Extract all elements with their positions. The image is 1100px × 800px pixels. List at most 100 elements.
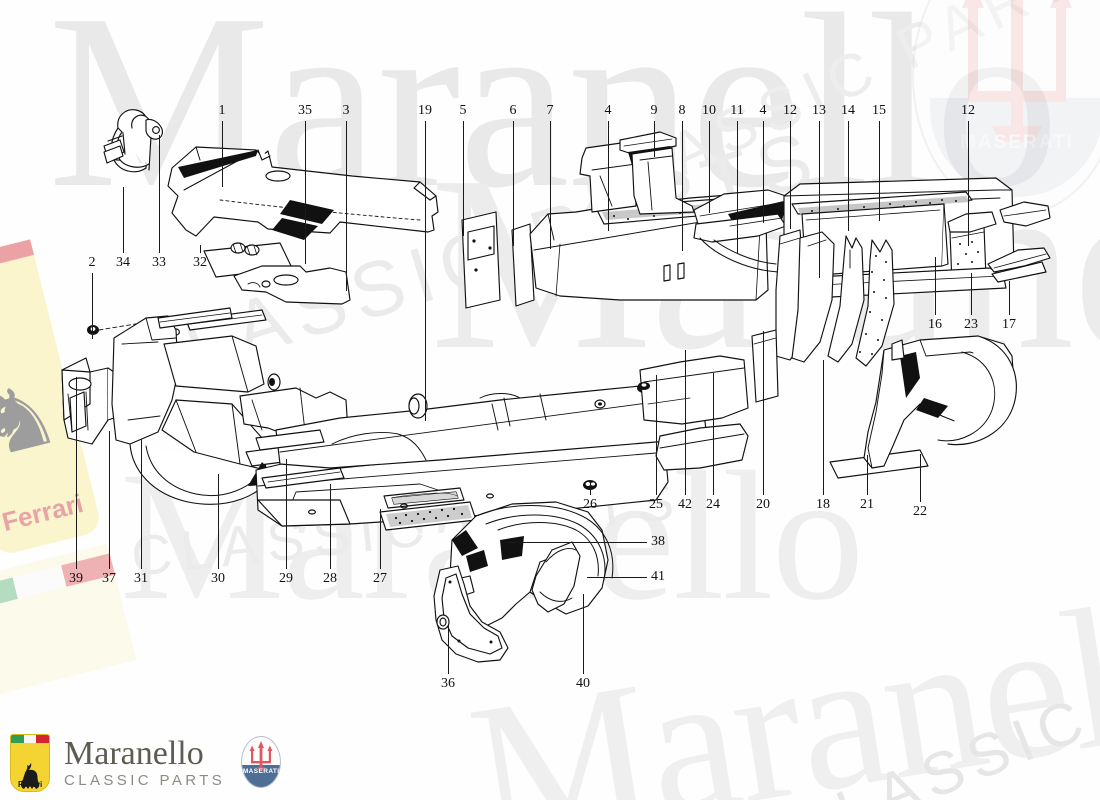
callout-leader-line: [1009, 281, 1010, 315]
callout-leader-line: [682, 121, 683, 251]
callout-leader-line: [513, 121, 514, 246]
callout-10: 10: [702, 103, 716, 118]
callout-leader-line: [507, 542, 647, 543]
callout-23: 23: [964, 317, 978, 332]
part-rear-wheelarch-outer: [863, 335, 1017, 469]
callout-leader-line: [654, 121, 655, 157]
callout-leader-line: [968, 121, 969, 246]
part-front-frame-bracket: [61, 357, 115, 445]
callout-leader-line: [550, 121, 551, 249]
callout-leader-line: [790, 121, 791, 229]
maserati-badge-label: MASERATI: [242, 768, 280, 775]
callout-leader-line: [848, 121, 849, 231]
callout-27: 27: [373, 571, 387, 586]
callout-17: 17: [1002, 317, 1016, 332]
callout-leader-line: [971, 273, 972, 315]
callout-37: 37: [102, 571, 116, 586]
part-rear-floor-extension: [638, 355, 749, 471]
callout-39: 39: [69, 571, 83, 586]
callout-12: 12: [783, 103, 797, 118]
callout-16: 16: [928, 317, 942, 332]
callout-20: 20: [756, 497, 770, 512]
callout-30: 30: [211, 571, 225, 586]
callout-leader-line: [200, 245, 201, 253]
callout-29: 29: [279, 571, 293, 586]
callout-leader-line: [656, 375, 657, 495]
callout-leader-line: [583, 594, 584, 674]
callout-24: 24: [706, 497, 720, 512]
ferrari-badge-label: Ferrari: [18, 780, 42, 789]
callout-22: 22: [913, 504, 927, 519]
callout-leader-line: [823, 360, 824, 495]
callout-41: 41: [587, 570, 665, 584]
part-wheelarch-liner-40: [531, 541, 581, 613]
callout-1: 1: [218, 103, 226, 118]
callout-36: 36: [441, 676, 455, 691]
callout-leader-line: [763, 121, 764, 223]
part-bracket-8: [631, 147, 695, 215]
callout-leader-line: [222, 121, 223, 187]
part-wing-panel-3: [233, 265, 351, 305]
part-sill-rails: [157, 307, 345, 489]
callout-leader-line: [448, 624, 449, 674]
maserati-badge: MASERATI: [241, 736, 282, 788]
part-front-wheelarch-liner-38: [449, 501, 614, 627]
callout-13: 13: [812, 103, 826, 118]
callout-leader-line: [141, 439, 142, 569]
callout-32: 32: [193, 255, 207, 270]
callout-leader-line: [159, 135, 160, 253]
callout-leader-line: [463, 121, 464, 236]
callout-leader-line: [590, 483, 591, 495]
callout-28: 28: [323, 571, 337, 586]
callout-6: 6: [509, 103, 517, 118]
part-rear-panel-20: [751, 329, 779, 403]
callout-2: 2: [88, 255, 96, 270]
part-front-bulkhead-panel: [167, 146, 439, 240]
callout-26: 26: [583, 497, 597, 512]
callout-4: 4: [759, 103, 767, 118]
callout-33: 33: [152, 255, 166, 270]
brand-name: Maranello: [64, 734, 204, 772]
callout-7: 7: [546, 103, 554, 118]
callout-leader-line: [425, 121, 426, 421]
part-front-inner-wheelhouse-left: [111, 309, 281, 505]
callout-38: 38: [507, 535, 665, 549]
callout-leader-line: [92, 273, 93, 339]
callout-3: 3: [342, 103, 350, 118]
callout-leader-line: [713, 373, 714, 495]
brand-footer: Ferrari Maranello CLASSIC PARTS MAS: [10, 734, 282, 792]
callout-34: 34: [116, 255, 130, 270]
callout-5: 5: [459, 103, 467, 118]
callout-31: 31: [134, 571, 148, 586]
callout-leader-line: [330, 484, 331, 569]
part-wheelarch-liner-textured: [855, 239, 895, 367]
callout-leader-line: [709, 121, 710, 213]
callout-leader-line: [685, 350, 686, 495]
part-main-floor-panel: [255, 437, 929, 531]
callout-leader-line: [109, 431, 110, 569]
part-bracket-6: [511, 223, 535, 307]
callout-leader-line: [935, 257, 936, 315]
callout-4: 4: [604, 103, 612, 118]
callout-leader-line: [380, 509, 381, 569]
callout-leader-line: [608, 121, 609, 231]
callout-42: 42: [678, 497, 692, 512]
callout-leader-line: [305, 121, 306, 264]
callout-leader-line: [346, 121, 347, 291]
callout-leader-line: [920, 454, 921, 502]
callout-21: 21: [860, 497, 874, 512]
callout-leader-line: [587, 577, 647, 578]
trident-icon: [249, 741, 273, 770]
part-seatbelt-assembly: [103, 109, 163, 173]
callout-9: 9: [650, 103, 658, 118]
part-splash-guard-36: [433, 565, 509, 663]
callout-leader-line: [819, 121, 820, 278]
callout-leader-line: [286, 459, 287, 569]
callout-leader-line: [218, 474, 219, 569]
callout-12: 12: [961, 103, 975, 118]
callout-leader-line: [76, 377, 77, 569]
callout-leader-line: [123, 187, 124, 253]
callout-35: 35: [298, 103, 312, 118]
